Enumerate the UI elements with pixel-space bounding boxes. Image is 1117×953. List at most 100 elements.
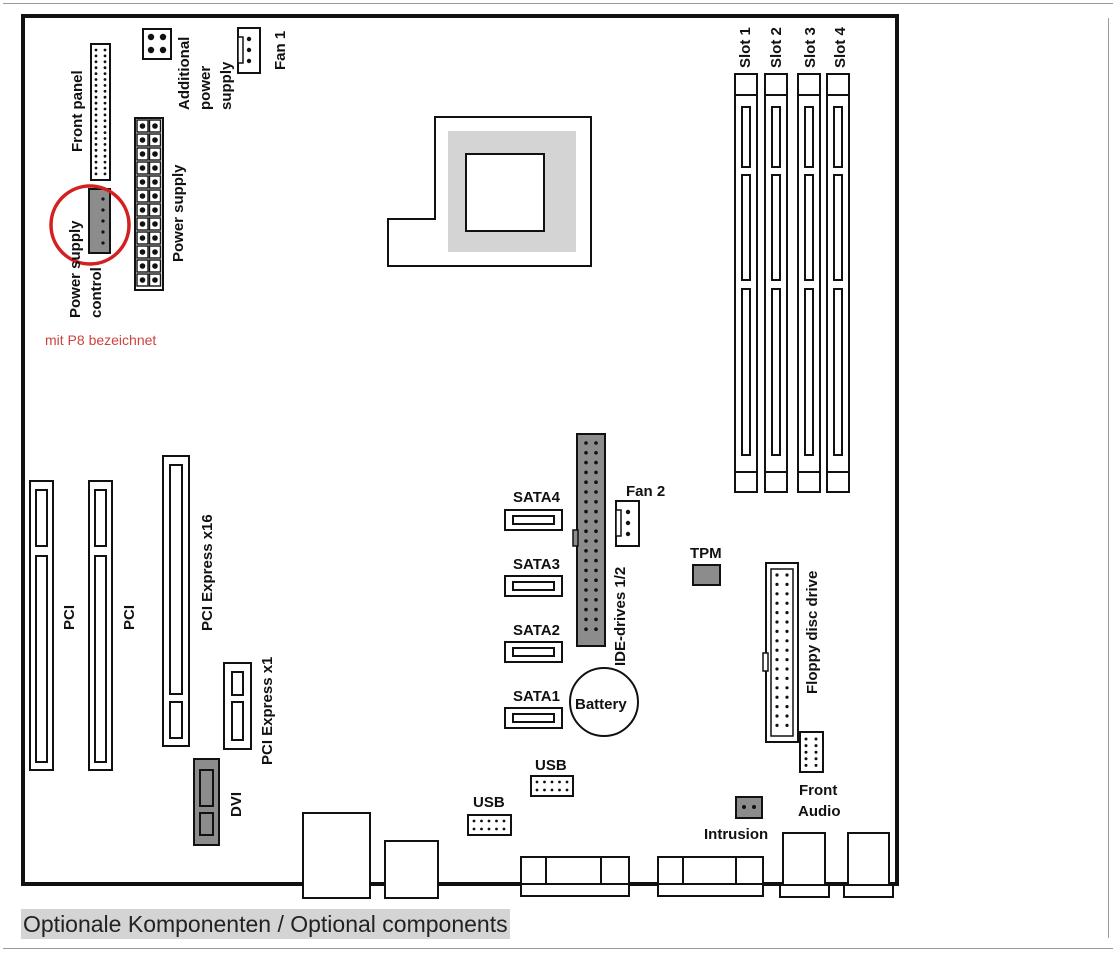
front-panel-pin — [103, 131, 107, 135]
front-panel-pin — [94, 172, 98, 176]
page-frame — [3, 3, 1113, 949]
usb-pin — [558, 788, 561, 792]
usb-pin — [495, 819, 498, 823]
power-supply-pin — [139, 249, 146, 255]
dvi-connector — [193, 758, 220, 846]
note-p8: mit P8 bezeichnet — [45, 332, 156, 348]
ide-pin — [594, 470, 598, 475]
usb-pin — [480, 819, 483, 823]
front-panel-pin — [103, 89, 107, 93]
floppy-pin — [785, 705, 789, 709]
power-supply-pin — [139, 263, 146, 269]
label-sata4: SATA4 — [513, 489, 561, 506]
ide-pin — [584, 617, 588, 622]
ide-pin — [584, 558, 588, 563]
floppy-pin — [775, 667, 779, 671]
label-usb-a: USB — [535, 757, 567, 774]
motherboard-diagram: Front panel Additional power supply Fan … — [21, 14, 899, 899]
front-panel-pin — [103, 143, 107, 146]
label-tpm: TPM — [690, 545, 722, 562]
label-additional-power-line2: power — [197, 66, 214, 110]
front-audio-pin — [804, 750, 808, 754]
floppy-pin — [775, 620, 779, 624]
sata3-connector — [504, 575, 563, 597]
ide-pin — [584, 588, 588, 592]
floppy-pin — [785, 592, 789, 596]
front-panel-pin — [103, 137, 107, 140]
page-frame-right-edge — [1108, 18, 1109, 938]
ide-pin — [594, 451, 598, 455]
front-panel-pin — [103, 172, 107, 176]
pci-slot-1 — [29, 480, 54, 771]
floppy-pin — [785, 648, 789, 652]
floppy-pin — [785, 629, 789, 634]
ide-pin — [584, 500, 588, 504]
front-audio-pin — [804, 763, 808, 767]
ide-pin — [584, 441, 588, 445]
label-slot4: Slot 4 — [832, 27, 849, 68]
front-panel-pin — [94, 148, 98, 152]
ide-pin — [594, 519, 598, 524]
front-audio-connector — [799, 731, 824, 773]
floppy-pin — [785, 714, 789, 718]
ide-pins — [584, 441, 598, 631]
front-panel-pin — [94, 84, 98, 87]
front-audio-pin — [814, 750, 818, 754]
power-supply-pin — [139, 277, 146, 283]
front-panel-pin — [94, 101, 98, 105]
ide-pin — [594, 558, 598, 563]
label-power-supply-control-line1: Power supply — [67, 220, 84, 318]
front-panel-pin — [94, 78, 98, 81]
front-panel-pin — [94, 131, 98, 135]
floppy-pin — [785, 611, 789, 615]
power-supply-pin — [152, 277, 158, 283]
usb-pin — [543, 788, 546, 792]
power-supply-pin — [139, 221, 146, 227]
fan1-connector — [237, 27, 261, 74]
front-panel-pin — [94, 60, 98, 64]
floppy-pin — [775, 639, 779, 643]
power-supply-pin — [152, 193, 158, 199]
power-supply-pin — [152, 263, 158, 269]
ide-pin — [584, 539, 588, 543]
front-audio-pin — [814, 763, 818, 767]
power-supply-pin — [139, 193, 146, 199]
front-panel-header — [90, 43, 111, 181]
label-intrusion: Intrusion — [704, 826, 768, 843]
usb-pin — [472, 819, 476, 823]
memory-slot-keyway — [741, 174, 751, 281]
floppy-pin — [775, 601, 779, 605]
intrusion-connector — [735, 796, 763, 819]
memory-slot-keyway — [771, 174, 781, 281]
label-sata2: SATA2 — [513, 622, 560, 639]
sata4-connector — [504, 509, 563, 531]
ide-pin — [584, 490, 588, 494]
front-panel-pin — [94, 48, 98, 52]
front-panel-pins — [94, 48, 107, 176]
cpu-socket — [387, 116, 592, 267]
ide-pin — [594, 578, 598, 582]
sata2-connector — [504, 641, 563, 663]
ide-pin — [594, 500, 598, 504]
memory-slot-keyway — [741, 106, 751, 168]
floppy-pin — [785, 695, 789, 699]
floppy-pin — [775, 695, 779, 699]
power-supply-pin — [152, 165, 158, 171]
front-panel-pin — [103, 125, 107, 129]
front-panel-pin — [103, 160, 107, 164]
power-supply-pin — [139, 165, 146, 171]
floppy-pins — [775, 573, 789, 728]
front-panel-pin — [94, 72, 98, 75]
label-additional-power-line1: Additional — [176, 37, 193, 110]
front-panel-pin — [103, 154, 107, 158]
front-panel-pin — [94, 113, 98, 117]
usb-header-a — [530, 775, 574, 797]
floppy-pin — [775, 573, 779, 577]
front-panel-pin — [94, 95, 98, 99]
usb-pin — [550, 780, 554, 784]
front-panel-pin — [103, 48, 107, 52]
label-front-audio-line2: Audio — [798, 803, 841, 820]
front-panel-pin — [103, 148, 107, 152]
front-audio-pins — [804, 737, 818, 767]
ide-pin — [584, 578, 588, 582]
